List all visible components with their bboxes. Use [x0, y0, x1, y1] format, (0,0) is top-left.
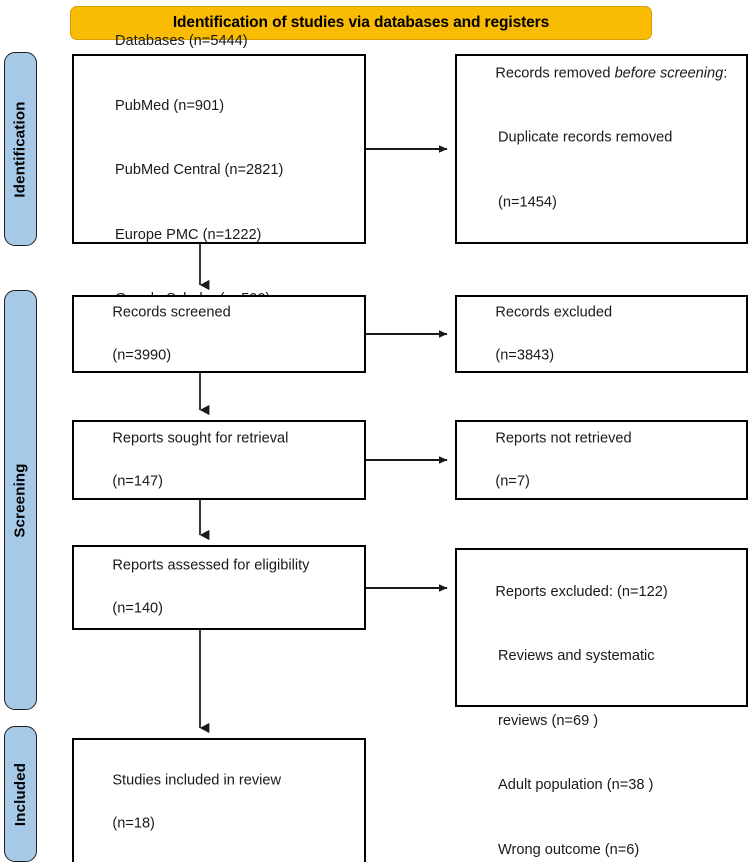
- studies-included-label: Studies included in review: [112, 771, 282, 788]
- records-screened-label: Records screened: [112, 303, 231, 320]
- box-reports-sought-text: Reports sought for retrieval (n=147): [88, 406, 356, 514]
- box-records-identified: Records identified from: Databases (n=54…: [72, 33, 366, 307]
- box-records-screened: Records screened (n=3990): [72, 295, 366, 373]
- reports-not-retrieved-count: (n=7): [495, 472, 530, 489]
- records-excluded-count: (n=3843): [495, 346, 555, 363]
- records-removed-heading-suffix: :: [723, 65, 728, 81]
- reports-excluded-item-3: Wrong outcome (n=6): [498, 841, 640, 858]
- reports-sought-count: (n=147): [112, 472, 164, 489]
- box-records-removed: Records removed before screening: Duplic…: [455, 54, 748, 244]
- box-records-excluded: Records excluded (n=3843): [455, 295, 748, 373]
- phase-banner-title: Identification of studies via databases …: [172, 14, 550, 31]
- phase-banner-identification: Identification of studies via databases …: [70, 6, 652, 40]
- box-reports-excluded-text: Reports excluded: (n=122) Reviews and sy…: [471, 560, 738, 862]
- records-removed-heading-italic: before screening: [614, 65, 724, 81]
- records-excluded-label: Records excluded: [495, 303, 613, 320]
- reports-not-retrieved-label: Reports not retrieved: [495, 429, 632, 446]
- records-identified-item-0: Databases (n=5444): [115, 32, 248, 49]
- stage-label-included-text: Included: [12, 762, 29, 826]
- stage-label-included: Included: [4, 726, 37, 862]
- records-identified-item-3: Europe PMC (n=1222): [115, 226, 262, 243]
- box-records-screened-text: Records screened (n=3990): [88, 280, 356, 388]
- studies-included-count: (n=18): [112, 814, 155, 831]
- records-removed-item-0: Duplicate records removed: [498, 129, 673, 146]
- records-removed-heading-prefix: Records removed: [495, 65, 615, 81]
- reports-excluded-item-0: Reviews and systematic: [498, 648, 655, 664]
- reports-excluded-item-1: reviews (n=69 ): [498, 712, 599, 729]
- box-studies-included: Studies included in review (n=18): [72, 738, 366, 862]
- box-reports-sought: Reports sought for retrieval (n=147): [72, 420, 366, 500]
- box-records-removed-text: Records removed before screening: Duplic…: [471, 42, 738, 257]
- reports-excluded-item-2: Adult population (n=38 ): [498, 777, 654, 793]
- reports-assessed-count: (n=140): [112, 600, 164, 617]
- stage-label-screening: Screening: [4, 290, 37, 710]
- box-reports-assessed: Reports assessed for eligibility (n=140): [72, 545, 366, 630]
- reports-sought-label: Reports sought for retrieval: [112, 429, 289, 446]
- records-screened-count: (n=3990): [112, 346, 172, 363]
- box-reports-not-retrieved: Reports not retrieved (n=7): [455, 420, 748, 500]
- stage-label-screening-text: Screening: [12, 462, 30, 538]
- stage-label-identification-text: Identification: [12, 100, 30, 198]
- records-identified-item-1: PubMed (n=901): [115, 97, 225, 114]
- records-identified-item-2: PubMed Central (n=2821): [115, 161, 284, 178]
- reports-excluded-heading: Reports excluded: (n=122): [495, 583, 668, 600]
- box-reports-excluded: Reports excluded: (n=122) Reviews and sy…: [455, 548, 748, 858]
- box-reports-assessed-text: Reports assessed for eligibility (n=140): [88, 534, 356, 642]
- records-removed-item-1: (n=1454): [498, 194, 557, 210]
- box-records-excluded-text: Records excluded (n=3843): [471, 280, 738, 388]
- box-reports-not-retrieved-text: Reports not retrieved (n=7): [471, 406, 738, 514]
- box-studies-included-text: Studies included in review (n=18): [88, 748, 356, 856]
- stage-label-identification: Identification: [4, 52, 37, 246]
- reports-assessed-label: Reports assessed for eligibility: [112, 557, 310, 574]
